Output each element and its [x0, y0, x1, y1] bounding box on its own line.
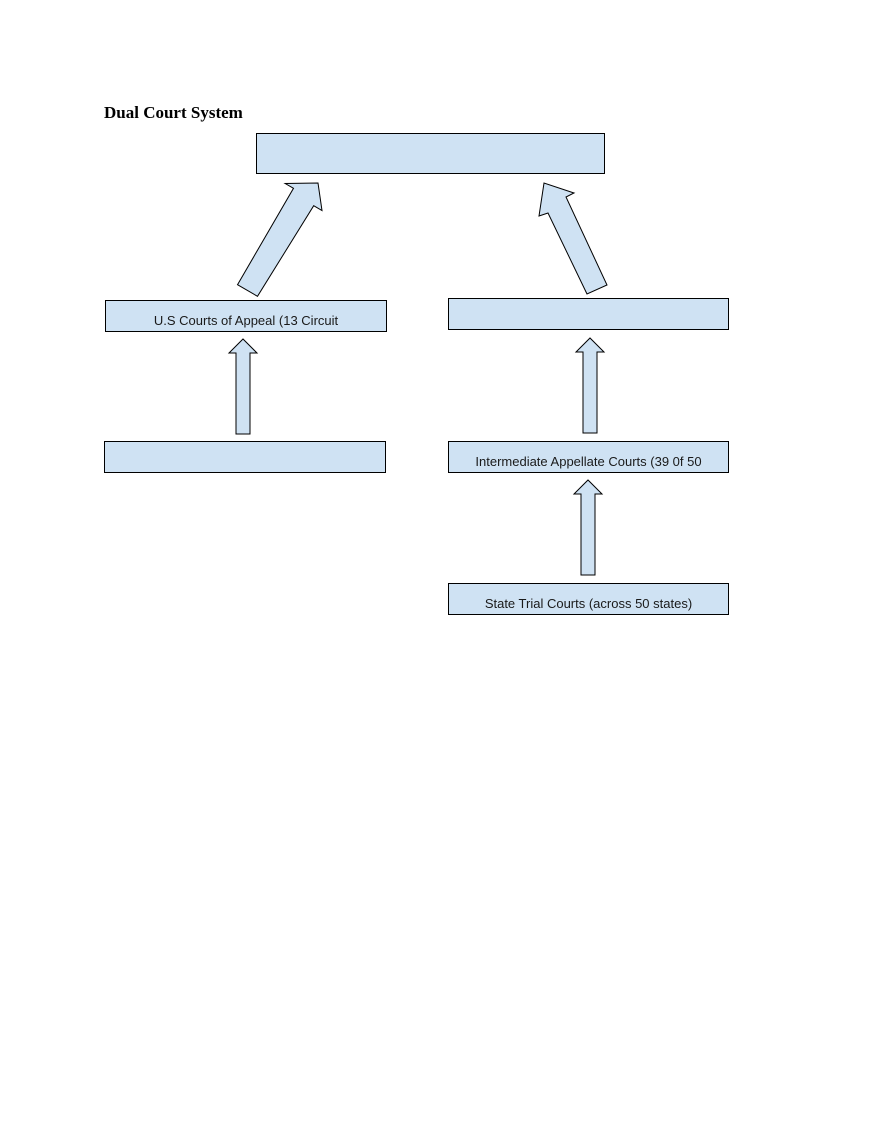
page-title: Dual Court System — [104, 103, 243, 122]
state-trial-court-box: State Trial Courts (across 50 states) — [448, 583, 729, 615]
state-supreme-court-box — [448, 298, 729, 330]
state-appellate-court-label: Intermediate Appellate Courts (39 0f 50 — [475, 454, 702, 469]
arrow-state-appellate-to-state-supreme — [574, 337, 606, 434]
federal-trial-court-box — [104, 441, 386, 473]
arrow-state-supreme-to-supreme — [538, 182, 608, 295]
federal-appeals-court-box: U.S Courts of Appeal (13 Circuit — [105, 300, 387, 332]
state-trial-court-label: State Trial Courts (across 50 states) — [484, 596, 693, 611]
federal-appeals-court-label: U.S Courts of Appeal (13 Circuit — [153, 313, 339, 328]
arrow-state-trial-to-state-appellate — [572, 479, 604, 576]
arrow-federal-appeals-to-supreme — [236, 182, 323, 297]
state-appellate-court-box: Intermediate Appellate Courts (39 0f 50 — [448, 441, 729, 473]
supreme-court-box — [256, 133, 605, 174]
arrow-federal-trial-to-federal-appeals — [227, 338, 259, 435]
